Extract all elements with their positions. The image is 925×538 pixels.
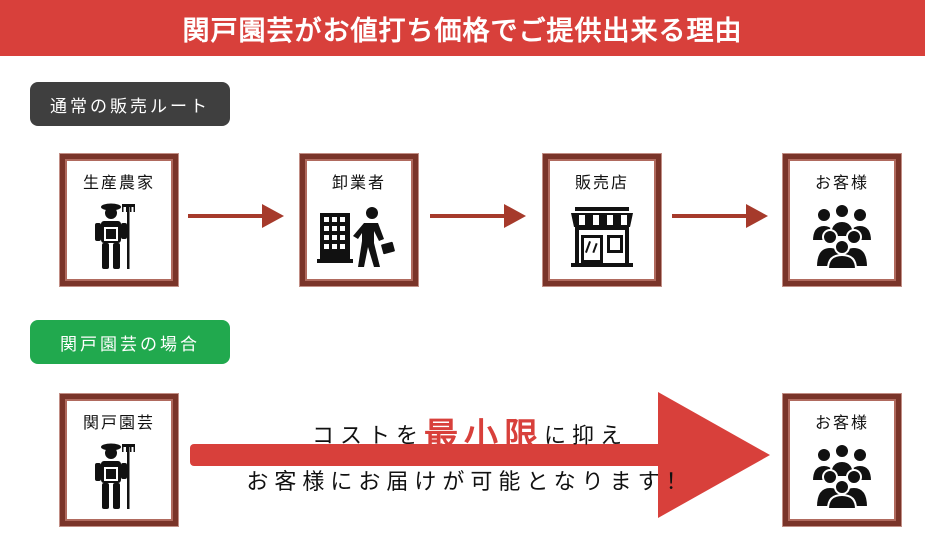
message-line-2: お客様にお届けが可能となります！ <box>246 470 694 495</box>
farmer-icon <box>65 441 173 511</box>
step-producer: 生産農家 <box>60 154 178 286</box>
big-arrow <box>190 392 770 518</box>
step-label: 生産農家 <box>82 173 155 192</box>
customers-icon <box>788 201 896 271</box>
message-pre: コストを <box>311 424 424 449</box>
page-title: 関戸園芸がお値打ち価格でご提供出来る理由 <box>0 0 925 56</box>
message-post: に抑え <box>544 424 629 449</box>
step-sekido-engei: 関戸園芸 <box>60 394 178 526</box>
flow-arrow <box>430 204 526 228</box>
step-label: お客様 <box>814 413 869 432</box>
wholesaler-icon <box>305 201 413 271</box>
farmer-icon <box>65 201 173 271</box>
step-store: 販売店 <box>543 154 661 286</box>
step-customers-direct: お客様 <box>783 394 901 526</box>
step-label: 関戸園芸 <box>82 413 155 432</box>
step-label: お客様 <box>814 173 869 192</box>
message-highlight: 最小限 <box>424 416 544 456</box>
flow-arrow <box>188 204 284 228</box>
normal-route-label: 通常の販売ルート <box>30 82 230 126</box>
step-wholesaler: 卸業者 <box>300 154 418 286</box>
kanto-route-label: 関戸園芸の場合 <box>30 320 230 364</box>
flow-arrow <box>672 204 768 228</box>
store-icon <box>548 201 656 271</box>
step-customers: お客様 <box>783 154 901 286</box>
step-label: 販売店 <box>574 173 629 192</box>
message-line-1: コストを最小限に抑え <box>200 408 740 457</box>
customers-icon <box>788 441 896 511</box>
step-label: 卸業者 <box>331 173 386 192</box>
